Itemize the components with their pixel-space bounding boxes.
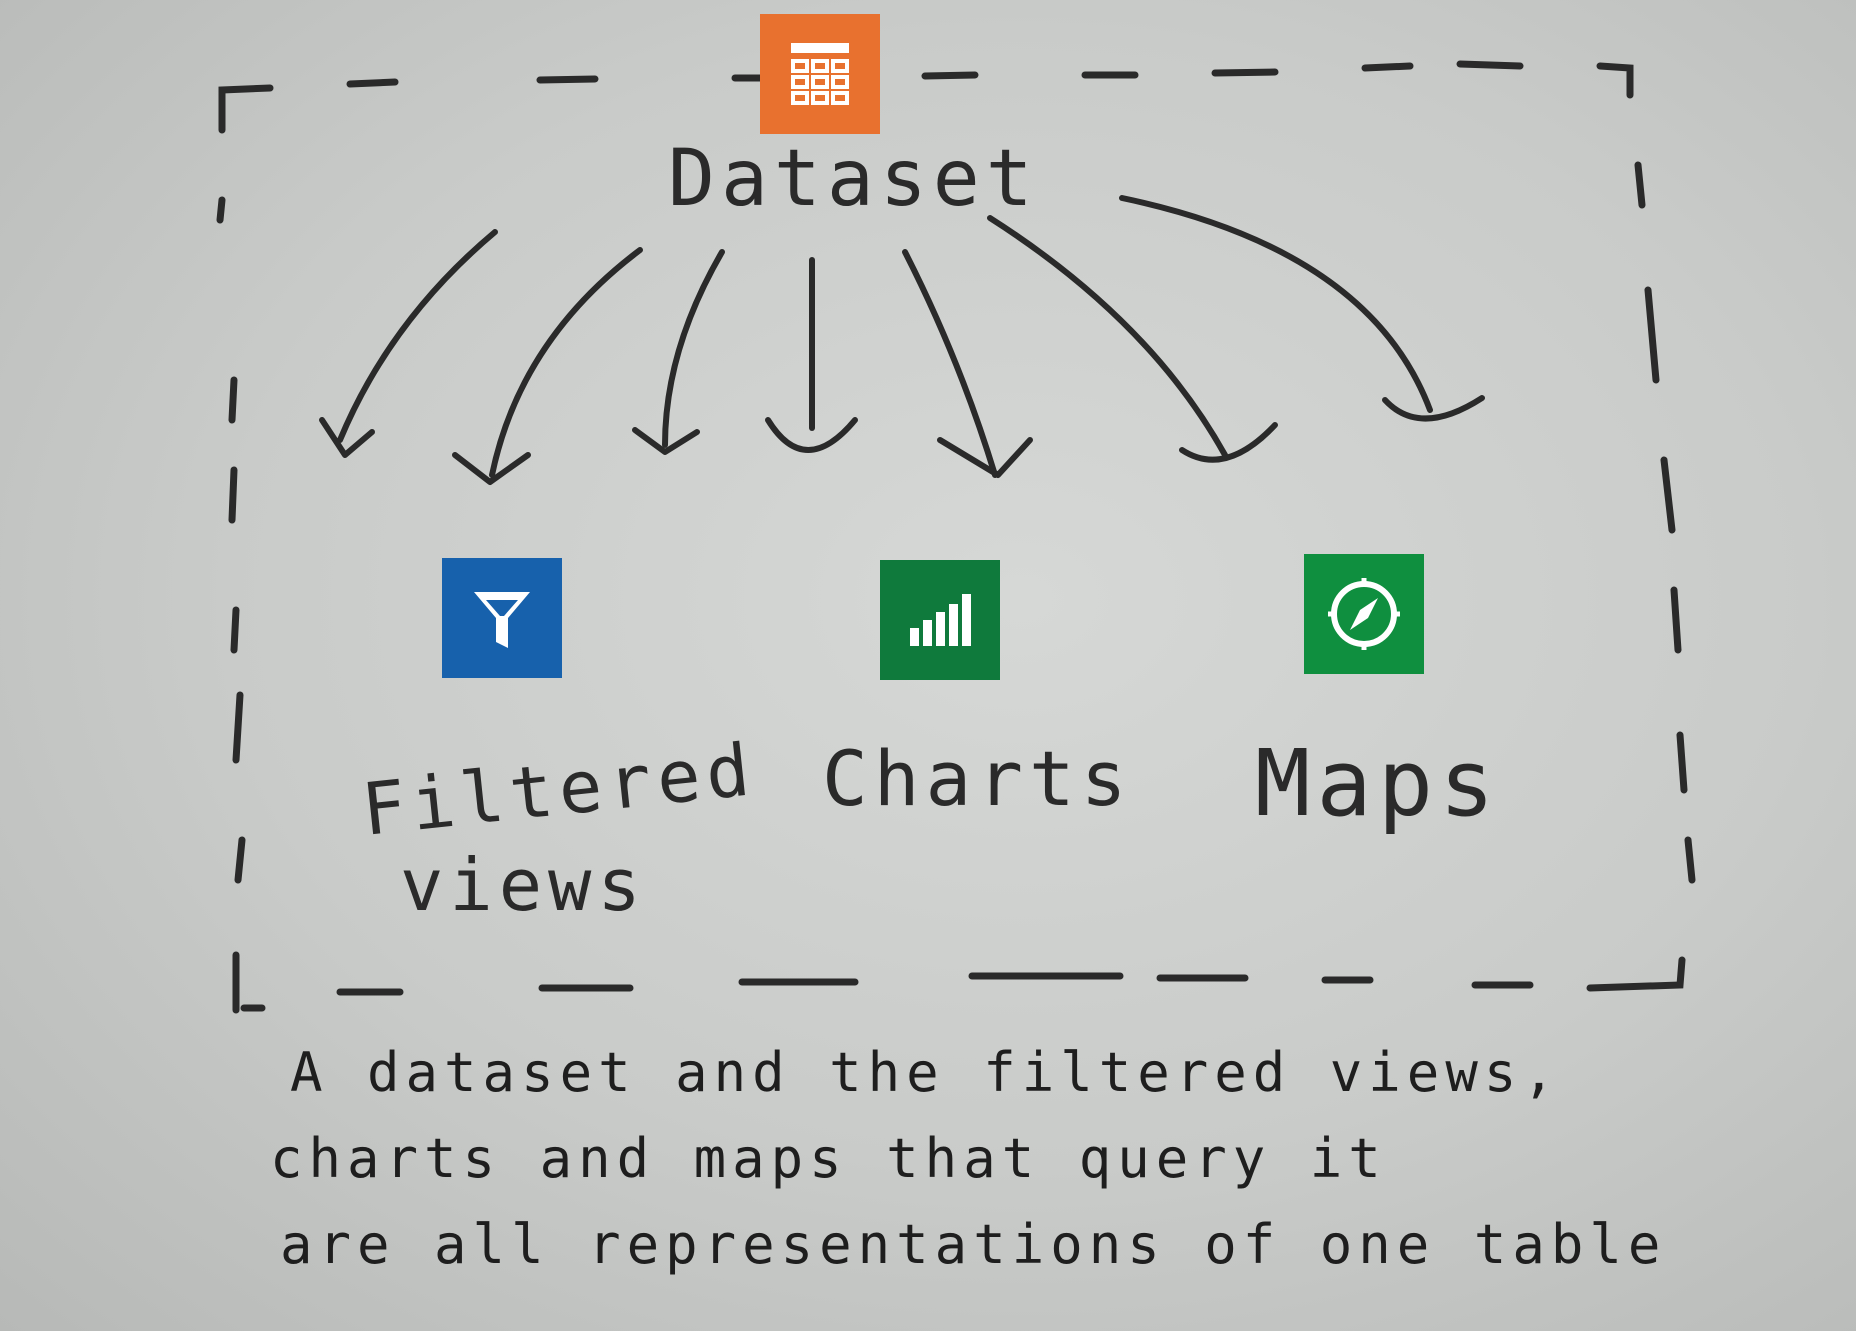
arrow-to-charts-2 [902,249,1033,478]
arrow-to-maps-2 [1119,195,1485,422]
filtered-views-tile [442,558,562,678]
compass-icon [1328,578,1400,650]
maps-tile [1304,554,1424,674]
arrows [319,195,1485,485]
arrow-to-charts-1 [765,257,858,453]
caption-line-2: charts and maps that query it [270,1127,1387,1190]
charts-tile [880,560,1000,680]
filter-icon [474,592,530,648]
table-icon [791,43,849,105]
caption-line-3: are all representations of one table [280,1213,1667,1276]
bar-chart-icon [910,594,971,646]
filtered-views-label-line2: views [400,843,647,927]
dataset-tile [760,14,880,134]
maps-label: Maps [1255,730,1501,837]
charts-label: Charts [822,734,1133,823]
caption-line-1: A dataset and the filtered views, [290,1041,1561,1104]
filtered-views-label-line1: Filtered [358,727,759,852]
arrow-to-filtered-views-2 [452,247,643,485]
caption: A dataset and the filtered views, charts… [260,1030,1740,1288]
arrow-to-maps-1 [987,215,1278,463]
dataset-label: Dataset [668,134,1039,224]
arrow-to-filtered-views-1 [319,229,498,458]
dashed-boundary [216,60,1696,1014]
arrow-to-filtered-views-3 [632,249,725,455]
